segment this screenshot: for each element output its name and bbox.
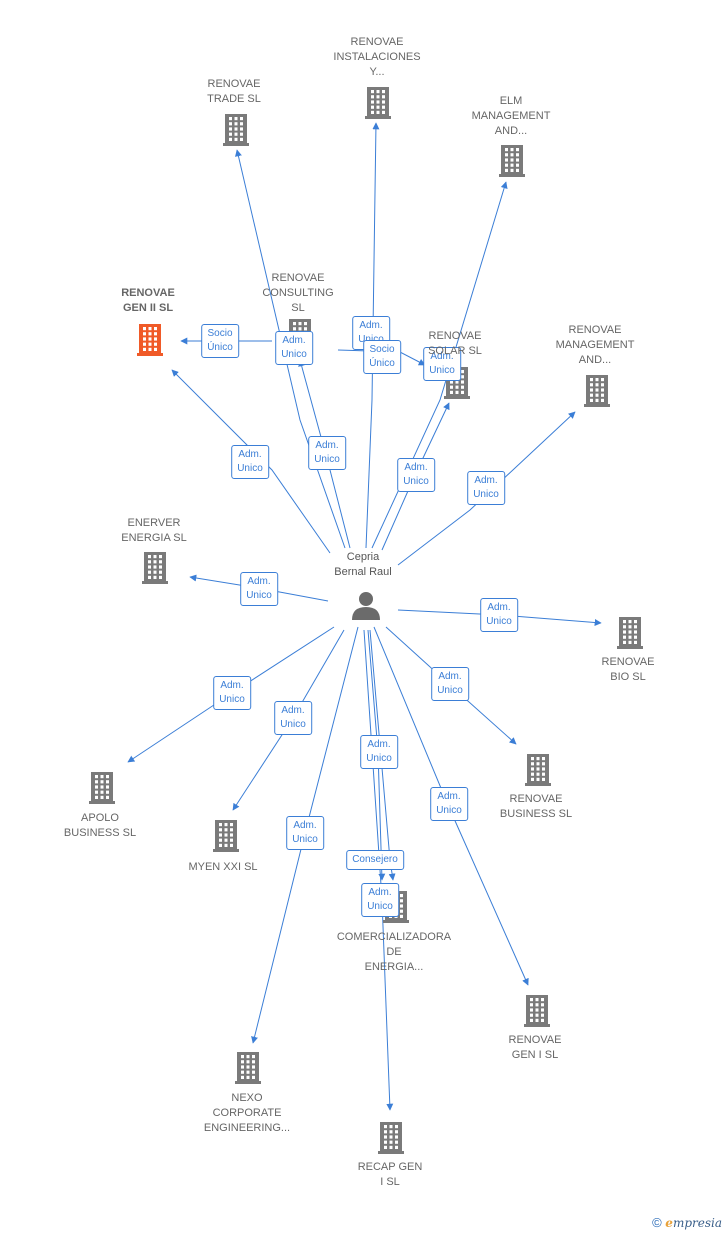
company-label-renovae-consulting[interactable]: RENOVAE CONSULTING SL (262, 272, 334, 314)
edge-center-elm-management (371, 181, 508, 549)
relation-label[interactable]: Adm. Unico (397, 458, 435, 492)
company-label-renovae-management[interactable]: RENOVAE MANAGEMENT AND... (555, 324, 635, 366)
relation-label[interactable]: Socio Único (363, 340, 401, 374)
relation-label[interactable]: Adm. Unico (308, 436, 346, 470)
relation-label[interactable]: Adm. Unico (430, 787, 468, 821)
company-label-apolo-business[interactable]: APOLO BUSINESS SL (63, 812, 137, 839)
building-icon[interactable] (223, 114, 249, 146)
relation-label[interactable]: Adm. Unico (275, 331, 313, 365)
company-label-renovae-gen-ii[interactable]: RENOVAE GEN II SL (121, 287, 175, 314)
company-label-renovae-instalaciones[interactable]: RENOVAE INSTALACIONES Y... (333, 36, 421, 78)
person-name[interactable]: Cepria Bernal Raul (334, 551, 392, 578)
company-label-renovae-trade[interactable]: RENOVAE TRADE SL (207, 78, 261, 105)
relation-label[interactable]: Adm. Unico (274, 701, 312, 735)
building-icon[interactable] (524, 995, 550, 1027)
empresia-logo[interactable]: empresia (665, 1216, 722, 1230)
company-label-elm-management[interactable]: ELM MANAGEMENT AND... (471, 95, 551, 137)
edge-center-renovae-trade (235, 149, 346, 549)
building-icon[interactable] (89, 772, 115, 804)
company-label-myen-xxi[interactable]: MYEN XXI SL (188, 861, 258, 873)
building-icon[interactable] (142, 552, 168, 584)
relation-label[interactable]: Socio Único (201, 324, 239, 358)
relation-label[interactable]: Consejero (346, 850, 404, 870)
company-label-comercializadora[interactable]: COMERCIALIZADORA DE ENERGIA... (336, 931, 452, 973)
edge-center-renovae-consulting (298, 359, 351, 549)
edge-center-renovae-instalaciones (365, 122, 380, 549)
relation-label[interactable]: Adm. Unico (467, 471, 505, 505)
building-icon[interactable] (617, 617, 643, 649)
building-icon[interactable] (213, 820, 239, 852)
person-icon[interactable] (352, 592, 380, 620)
relation-label[interactable]: Adm. Unico (286, 816, 324, 850)
relation-label[interactable]: Adm. Unico (240, 572, 278, 606)
edge-center-recap-gen-i (363, 629, 394, 1111)
company-label-renovae-business[interactable]: RENOVAE BUSINESS SL (499, 793, 573, 820)
company-label-renovae-bio[interactable]: RENOVAE BIO SL (601, 656, 655, 683)
relation-label[interactable]: Adm. Unico (361, 883, 399, 917)
building-icon[interactable] (137, 324, 163, 356)
icons-layer (89, 87, 643, 1154)
building-icon[interactable] (365, 87, 391, 119)
relation-label[interactable]: Adm. Unico (423, 347, 461, 381)
company-label-enerver-energia[interactable]: ENERVER ENERGIA SL (121, 517, 187, 544)
building-icon[interactable] (584, 375, 610, 407)
building-icon[interactable] (499, 145, 525, 177)
building-icon[interactable] (235, 1052, 261, 1084)
edge-center-renovae-gen-ii (171, 369, 331, 554)
relation-label[interactable]: Adm. Unico (231, 445, 269, 479)
copyright-icon: © (652, 1215, 662, 1230)
relation-label[interactable]: Adm. Unico (431, 667, 469, 701)
copyright-notice: © empresia (652, 1215, 722, 1230)
company-label-nexo-corporate[interactable]: NEXO CORPORATE ENGINEERING... (203, 1092, 291, 1134)
building-icon[interactable] (525, 754, 551, 786)
edge-center-renovae-management (397, 411, 576, 566)
company-label-recap-gen-i[interactable]: RECAP GEN I SL (357, 1161, 423, 1188)
relation-label[interactable]: Adm. Unico (360, 735, 398, 769)
building-icon[interactable] (378, 1122, 404, 1154)
relation-label[interactable]: Adm. Unico (480, 598, 518, 632)
company-label-renovae-gen-i[interactable]: RENOVAE GEN I SL (508, 1034, 562, 1061)
company-label-renovae-solar[interactable]: RENOVAE SOLAR SL (428, 330, 482, 357)
relation-label[interactable]: Adm. Unico (213, 676, 251, 710)
